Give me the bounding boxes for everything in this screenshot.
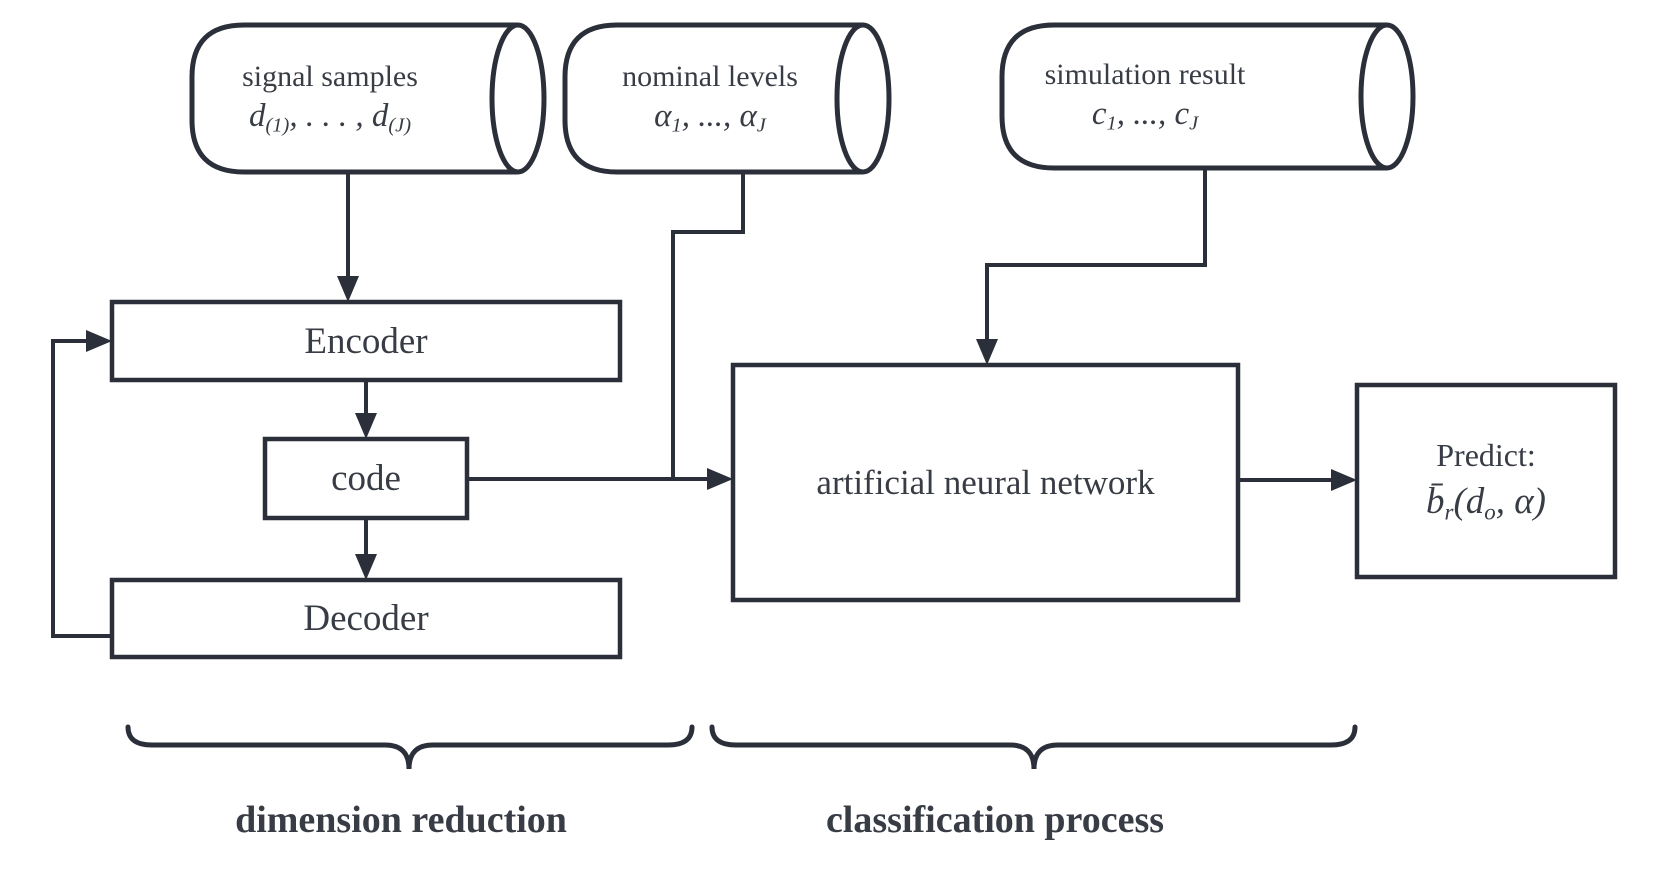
store-simulation-result: simulation result c1, ..., cJ [995, 40, 1295, 152]
predict-box-content: Predict: b̄r(do, α) [1357, 385, 1615, 577]
left-underbrace [125, 724, 695, 770]
arrowhead-simulation-to-ann [976, 339, 998, 365]
store-signal-samples-label: signal samples [242, 59, 418, 93]
store-nominal-levels: nominal levels α1, ..., αJ [565, 42, 855, 154]
cylinder-signal-samples-end-ellipse [489, 22, 547, 175]
ann-box-outline [730, 362, 1241, 603]
predict-box-math: b̄r(do, α) [1426, 480, 1546, 525]
arrowhead-feedback-to-encoder [86, 330, 112, 352]
cylinder-nominal-levels-end-ellipse [834, 22, 892, 175]
feedback-decoder-to-encoder-line [51, 339, 112, 638]
store-simulation-result-label: simulation result [1044, 57, 1246, 91]
decoder-box-label: Decoder [303, 598, 429, 639]
predict-box-title: Predict: [1436, 436, 1536, 473]
nominal-levels-connector-line [671, 172, 745, 479]
cylinder-signal-samples [189, 22, 518, 175]
cylinder-nominal-levels [562, 22, 863, 175]
store-signal-samples: signal samples d(1), . . . , d(J) [180, 42, 480, 154]
code-box-label: code [331, 458, 401, 499]
group-label-dimension-reduction: dimension reduction [235, 799, 567, 841]
store-simulation-result-math: c1, ..., cJ [1091, 95, 1199, 135]
encoder-box-label: Encoder [304, 320, 428, 362]
arrowhead-encoder-to-code [355, 413, 377, 439]
store-signal-samples-math: d(1), . . . , d(J) [248, 97, 412, 137]
arrowhead-ann-to-predict [1331, 469, 1357, 491]
arrowhead-code-to-ann [707, 468, 733, 490]
simulation-result-connector-line [985, 168, 1207, 341]
arrowhead-signal-to-encoder [337, 276, 359, 302]
cylinder-simulation-result [999, 22, 1387, 171]
arrowhead-code-to-decoder [355, 554, 377, 580]
store-nominal-levels-label: nominal levels [622, 59, 798, 93]
cylinder-simulation-result-end-ellipse [1358, 22, 1416, 171]
right-underbrace [709, 724, 1358, 770]
predict-box-outline [1354, 382, 1618, 580]
group-label-classification-process: classification process [825, 799, 1165, 841]
store-nominal-levels-math: α1, ..., αJ [654, 97, 766, 137]
ann-box-label: artificial neural network [816, 462, 1155, 502]
